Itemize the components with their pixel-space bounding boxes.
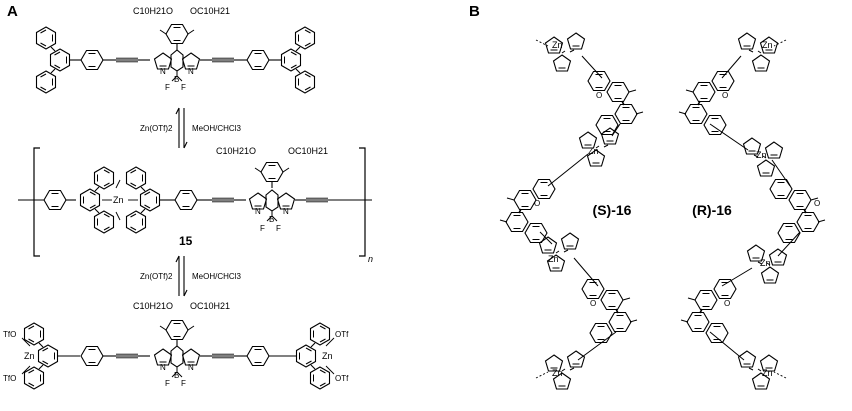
panel-a-label: A <box>7 3 18 20</box>
middle-boron: B <box>269 215 274 224</box>
s-16-label: (S)-16 <box>593 202 632 218</box>
top-side-chain-right: OC10H21 <box>190 6 230 16</box>
r-methoxy-3: O <box>724 299 730 308</box>
bottom-complex-structure <box>21 321 335 390</box>
bottom-zinc-left: Zn <box>24 351 35 361</box>
r-16-helix-structure <box>679 33 825 389</box>
repeat-subscript-n: n <box>368 254 373 264</box>
r-zinc-1: Zn <box>762 40 773 50</box>
top-side-chain-left: C10H21O <box>133 6 173 16</box>
middle-nitrogen-left: N <box>255 207 261 216</box>
bottom-side-chain-left: C10H21O <box>133 301 173 311</box>
polymer-structure <box>18 147 372 257</box>
arrow1-reagent-left: Zn(OTf)2 <box>140 124 173 133</box>
r-zinc-2: Zn <box>756 150 767 160</box>
r-16-label: (R)-16 <box>692 202 732 218</box>
bottom-tfo-top: TfO <box>3 330 16 339</box>
bottom-fluorine-left: F <box>165 379 170 388</box>
top-boron: B <box>174 75 179 84</box>
middle-side-chain-left: C10H21O <box>216 146 256 156</box>
r-methoxy-2: O <box>814 199 820 208</box>
equilibrium-arrow-1 <box>175 107 188 149</box>
top-nitrogen-right: N <box>188 67 194 76</box>
s-zinc-4: Zn <box>552 368 563 378</box>
bottom-nitrogen-right: N <box>188 363 194 372</box>
s-methoxy-2: O <box>534 199 540 208</box>
middle-fluorine-right: F <box>276 224 281 233</box>
r-zinc-3: Zn <box>760 258 771 268</box>
bottom-otf-top: OTf <box>335 330 349 339</box>
arrow2-reagent-right: MeOH/CHCl3 <box>192 272 241 281</box>
top-fluorine-left: F <box>165 83 170 92</box>
s-methoxy-3: O <box>590 299 596 308</box>
r-zinc-4: Zn <box>762 368 773 378</box>
arrow2-reagent-left: Zn(OTf)2 <box>140 272 173 281</box>
middle-fluorine-left: F <box>260 224 265 233</box>
middle-zinc: Zn <box>113 195 124 205</box>
top-fluorine-right: F <box>181 83 186 92</box>
bottom-tfo-bottom: TfO <box>3 374 16 383</box>
s-zinc-1: Zn <box>552 40 563 50</box>
bottom-fluorine-right: F <box>181 379 186 388</box>
bottom-side-chain-right: OC10H21 <box>190 301 230 311</box>
s-zinc-3: Zn <box>548 254 559 264</box>
top-nitrogen-left: N <box>160 67 166 76</box>
compound-15-label: 15 <box>179 234 193 248</box>
bottom-zinc-right: Zn <box>322 351 333 361</box>
bottom-otf-bottom: OTf <box>335 374 349 383</box>
s-zinc-2: Zn <box>588 146 599 156</box>
middle-nitrogen-right: N <box>283 207 289 216</box>
s-methoxy-1: O <box>596 91 602 100</box>
panel-b-label: B <box>469 3 480 20</box>
equilibrium-arrow-2 <box>175 255 188 297</box>
bottom-nitrogen-left: N <box>160 363 166 372</box>
r-methoxy-1: O <box>722 91 728 100</box>
bottom-boron: B <box>174 371 179 380</box>
middle-side-chain-right: OC10H21 <box>288 146 328 156</box>
top-monomer-structure <box>37 25 315 94</box>
arrow1-reagent-right: MeOH/CHCl3 <box>192 124 241 133</box>
s-16-helix-structure <box>500 33 643 389</box>
